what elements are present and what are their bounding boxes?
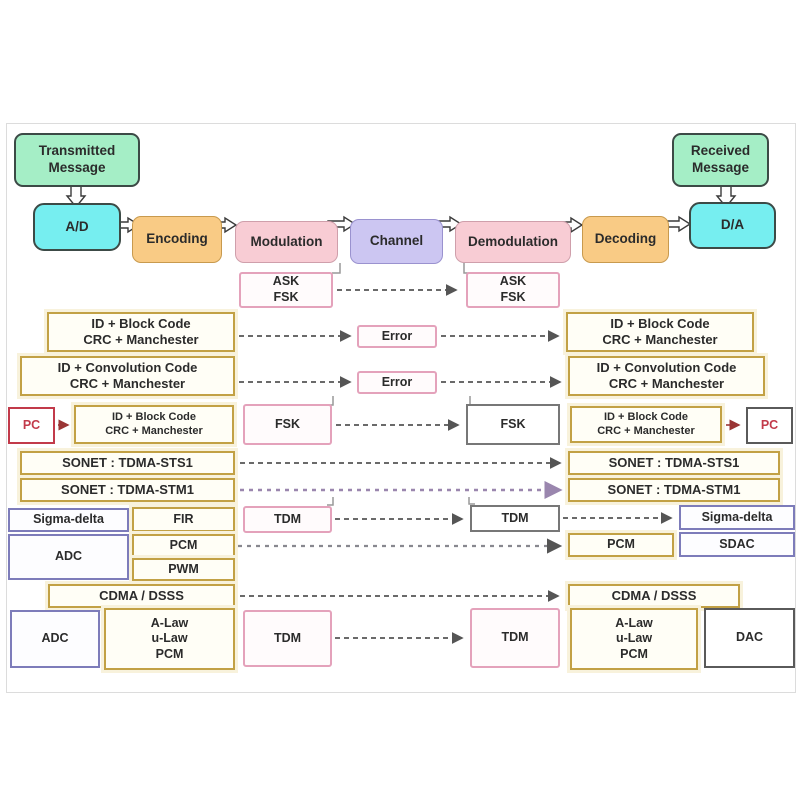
adc-row1-box: ADC	[8, 534, 129, 580]
sdac-box: SDAC	[679, 532, 795, 557]
encoding-box: Encoding	[132, 216, 222, 263]
ad-converter-box: A/D	[33, 203, 121, 251]
error-box-1: Error	[357, 325, 437, 348]
channel-box: Channel	[350, 219, 443, 264]
companding-right-box: A-Law u-Law PCM	[570, 608, 698, 670]
pwm-box: PWM	[132, 558, 235, 581]
sonet-sts1-left-box: SONET : TDMA-STS1	[20, 451, 235, 475]
transmitted-message-box: Transmitted Message	[14, 133, 140, 187]
sonet-stm1-left-box: SONET : TDMA-STM1	[20, 478, 235, 502]
pc-right-box: PC	[746, 407, 793, 444]
received-message-box: Received Message	[672, 133, 769, 187]
pc-left-box: PC	[8, 407, 55, 444]
id-block-code-right-box: ID + Block Code CRC + Manchester	[566, 312, 754, 352]
fir-box: FIR	[132, 507, 235, 532]
da-converter-box: D/A	[689, 202, 776, 249]
pcm-left-box: PCM	[132, 534, 235, 557]
modulation-box: Modulation	[235, 221, 338, 263]
adc-row2-box: ADC	[10, 610, 100, 668]
sonet-sts1-right-box: SONET : TDMA-STS1	[568, 451, 780, 475]
sigma-delta-right-box: Sigma-delta	[679, 505, 795, 530]
sigma-delta-left-box: Sigma-delta	[8, 508, 129, 532]
pcm-right-box: PCM	[568, 533, 674, 557]
fsk-right-box: FSK	[466, 404, 560, 445]
companding-left-box: A-Law u-Law PCM	[104, 608, 235, 670]
tdm-row1-right-box: TDM	[470, 505, 560, 532]
demodulation-box: Demodulation	[455, 221, 571, 263]
tdm-row1-left-box: TDM	[243, 506, 332, 533]
id-block-code-pc-left-box: ID + Block Code CRC + Manchester	[74, 405, 234, 444]
id-block-code-pc-right-box: ID + Block Code CRC + Manchester	[570, 406, 722, 443]
ask-fsk-left-box: ASK FSK	[239, 272, 333, 308]
cdma-dsss-right-box: CDMA / DSSS	[568, 584, 740, 608]
tdm-row2-left-box: TDM	[243, 610, 332, 667]
dashed-links	[239, 284, 673, 644]
diagram-frame	[6, 123, 796, 693]
id-convolution-right-box: ID + Convolution Code CRC + Manchester	[568, 356, 765, 396]
fsk-left-box: FSK	[243, 404, 332, 445]
sonet-stm1-right-box: SONET : TDMA-STM1	[568, 478, 780, 502]
error-box-2: Error	[357, 371, 437, 394]
tdm-row2-right-box: TDM	[470, 608, 560, 668]
dac-box: DAC	[704, 608, 795, 668]
id-convolution-left-box: ID + Convolution Code CRC + Manchester	[20, 356, 235, 396]
id-block-code-left-box: ID + Block Code CRC + Manchester	[47, 312, 235, 352]
ask-fsk-right-box: ASK FSK	[466, 272, 560, 308]
cdma-dsss-left-box: CDMA / DSSS	[48, 584, 235, 608]
decoding-box: Decoding	[582, 216, 669, 263]
